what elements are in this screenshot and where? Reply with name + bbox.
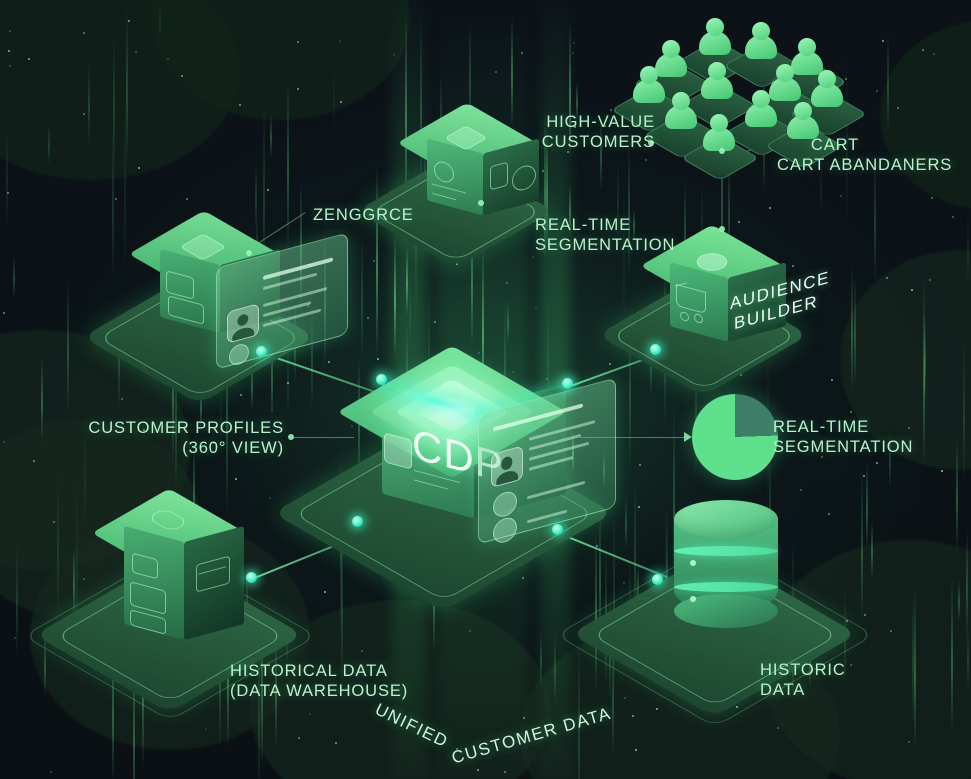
- label-customer-data: CUSTOMER DATA: [449, 704, 613, 769]
- label-historic-data: HISTORIC DATA: [760, 660, 910, 700]
- label-historical-data: HISTORICAL DATA (DATA WAREHOUSE): [230, 661, 470, 701]
- label-high-value-customers: HIGH-VALUE CUSTOMERS: [490, 112, 655, 152]
- label-realtime-segmentation-right: REAL-TIME SEGMENTATION: [773, 417, 963, 457]
- label-realtime-segmentation-top: REAL-TIME SEGMENTATION: [535, 215, 715, 255]
- label-unified: UNIFIED: [372, 700, 452, 753]
- label-zenggrce: ZENGGRCE: [313, 205, 453, 225]
- label-cart: CART: [790, 135, 880, 155]
- label-cart-abandaners: CART ABANDANERS: [777, 155, 971, 175]
- label-customer-profiles: CUSTOMER PROFILES (360° VIEW): [72, 418, 284, 458]
